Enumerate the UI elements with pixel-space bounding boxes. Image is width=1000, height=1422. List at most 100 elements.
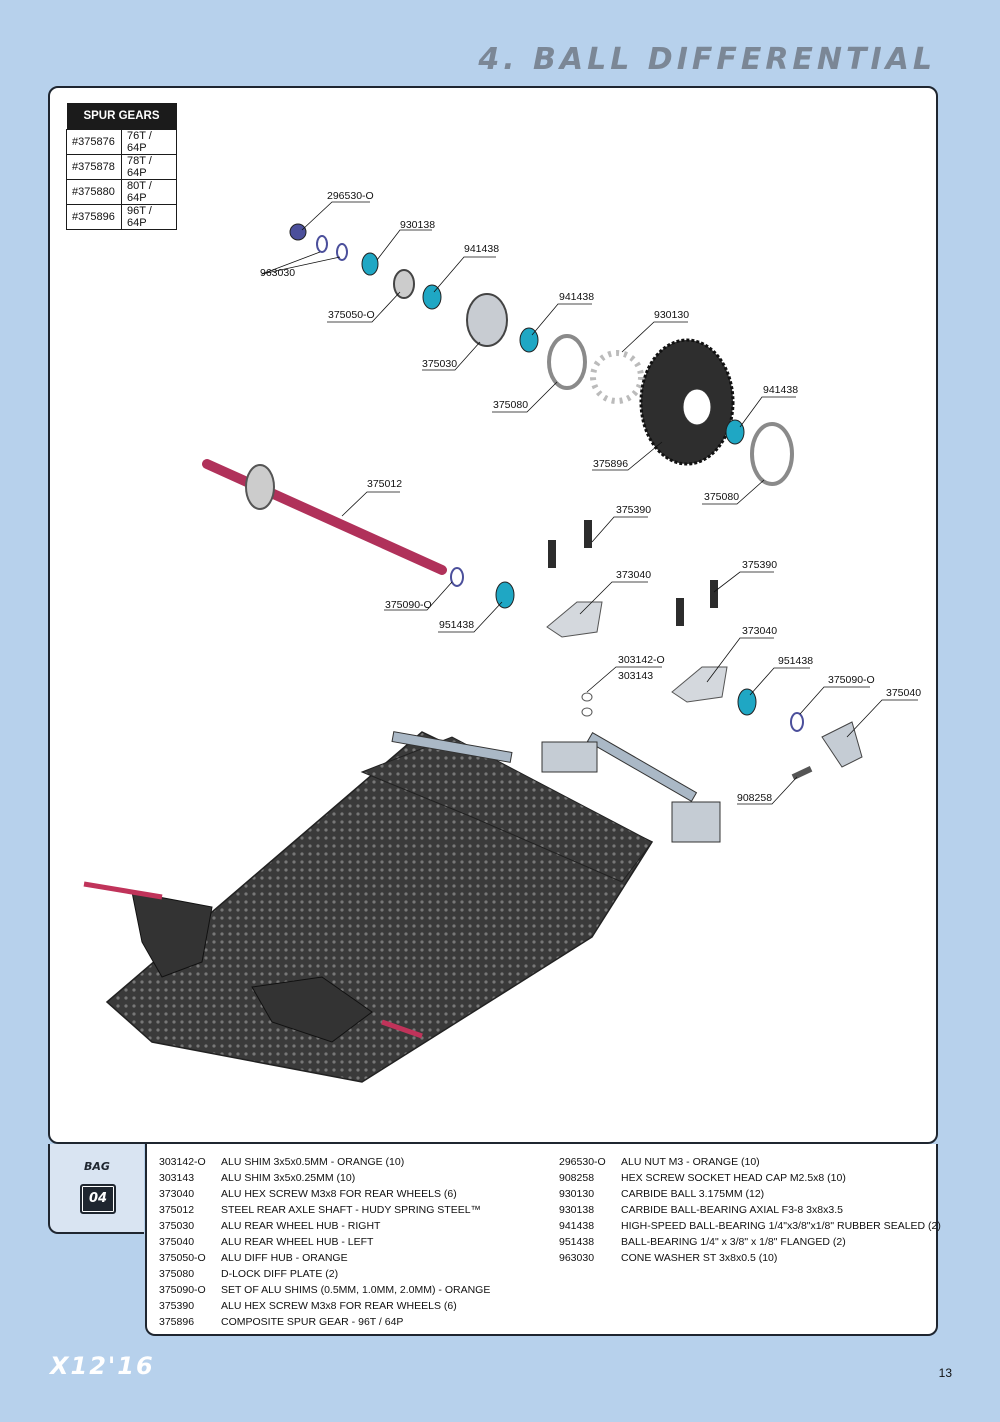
diff-plate — [547, 334, 587, 390]
diff-plate — [750, 422, 794, 486]
part-code: 303143 — [159, 1172, 195, 1184]
front-axle — [381, 1019, 423, 1039]
callout-label: 375090-O — [385, 599, 432, 611]
callout-label: 963030 — [260, 267, 295, 279]
part-code: 373040 — [159, 1188, 195, 1200]
axle-holder — [671, 666, 728, 703]
callout-label: 941438 — [464, 243, 499, 255]
bag-badge: BAG 04 — [48, 1144, 144, 1234]
part-code: 375090-O — [159, 1284, 206, 1296]
socket-screw — [791, 766, 813, 780]
rear-axle-shaft — [202, 459, 447, 575]
callout-label: 375080 — [704, 491, 739, 503]
spur-gear-hub — [682, 388, 712, 426]
parts-list: 303142-O ALU SHIM 3x5x0.5MM - ORANGE (10)… — [145, 1144, 941, 1336]
part-code: 375050-O — [159, 1252, 206, 1264]
exploded-view-illustration: 296530-O 930138 963030 941438 375050-O 9… — [83, 190, 921, 1083]
callout-label: 941438 — [559, 291, 594, 303]
callout-label: 375390 — [742, 559, 777, 571]
part-description: ALU SHIM 3x5x0.25MM (10) — [221, 1172, 356, 1184]
callout-label: 375080 — [493, 399, 528, 411]
part-description: HEX SCREW SOCKET HEAD CAP M2.5x8 (10) — [621, 1172, 846, 1184]
axle-holder — [546, 601, 603, 638]
list-item: 963030 CONE WASHER ST 3x8x0.5 (10) — [559, 1250, 941, 1266]
part-description: SET OF ALU SHIMS (0.5MM, 1.0MM, 2.0MM) -… — [221, 1284, 491, 1296]
page-number: 13 — [938, 1366, 952, 1380]
part-description: ALU DIFF HUB - ORANGE — [221, 1252, 348, 1264]
callout-label: 375050-O — [328, 309, 375, 321]
axial-bearing — [361, 252, 379, 276]
bag-title: BAG — [84, 1160, 110, 1173]
hex-screw — [584, 520, 592, 548]
bag-number: 04 — [80, 1184, 116, 1214]
axle-carrier — [671, 801, 721, 843]
callout-label: 930138 — [400, 219, 435, 231]
front-axle — [83, 881, 163, 900]
ball-bearing — [519, 327, 539, 353]
part-description: D-LOCK DIFF PLATE (2) — [221, 1268, 339, 1280]
list-item: 951438 BALL-BEARING 1/4" x 3/8" x 1/8" FL… — [559, 1234, 941, 1250]
callout-label: 951438 — [778, 655, 813, 667]
axle-flange — [245, 464, 275, 510]
part-code: 375012 — [159, 1204, 195, 1216]
rear-pod-link — [586, 731, 698, 803]
list-item: 303142-O ALU SHIM 3x5x0.5MM - ORANGE (10) — [159, 1154, 490, 1170]
alu-shim — [581, 707, 593, 717]
part-description: ALU HEX SCREW M3x8 FOR REAR WHEELS (6) — [221, 1300, 457, 1312]
list-item: 296530-O ALU NUT M3 - ORANGE (10) — [559, 1154, 941, 1170]
front-suspension-arm — [131, 891, 213, 978]
part-code: 951438 — [559, 1236, 595, 1248]
callout-label: 375390 — [616, 504, 651, 516]
hex-screw — [676, 598, 684, 626]
callout-label: 375896 — [593, 458, 628, 470]
callout-label: 303143 — [618, 670, 653, 682]
hex-screw — [548, 540, 556, 568]
leader-lines — [261, 201, 918, 805]
part-description: ALU REAR WHEEL HUB - RIGHT — [221, 1220, 381, 1232]
ball-bearing — [725, 419, 745, 445]
list-item: 373040 ALU HEX SCREW M3x8 FOR REAR WHEELS… — [159, 1186, 490, 1202]
flanged-bearing — [495, 581, 515, 609]
part-description: COMPOSITE SPUR GEAR - 96T / 64P — [221, 1316, 404, 1328]
callout-label: 930130 — [654, 309, 689, 321]
list-item: 303143 ALU SHIM 3x5x0.25MM (10) — [159, 1170, 490, 1186]
part-code: 375040 — [159, 1236, 195, 1248]
part-description: CARBIDE BALL 3.175MM (12) — [621, 1188, 765, 1200]
part-description: CARBIDE BALL-BEARING AXIAL F3-8 3x8x3.5 — [621, 1204, 843, 1216]
part-description: ALU HEX SCREW M3x8 FOR REAR WHEELS (6) — [221, 1188, 457, 1200]
callout-label: 373040 — [616, 569, 651, 581]
part-description: ALU NUT M3 - ORANGE (10) — [621, 1156, 760, 1168]
part-description: BALL-BEARING 1/4" x 3/8" x 1/8" FLANGED … — [621, 1236, 846, 1248]
part-description: STEEL REAR AXLE SHAFT - HUDY SPRING STEE… — [221, 1204, 482, 1216]
part-code: 303142-O — [159, 1156, 206, 1168]
callout-label: 375040 — [886, 687, 921, 699]
callout-label: 941438 — [763, 384, 798, 396]
part-code: 963030 — [559, 1252, 595, 1264]
callout-label: 908258 — [737, 792, 772, 804]
front-suspension-arm — [251, 976, 373, 1043]
parts-list-left: 303142-O ALU SHIM 3x5x0.5MM - ORANGE (10)… — [159, 1154, 490, 1330]
cone-washer — [316, 235, 328, 253]
spur-gears-header: SPUR GEARS — [66, 103, 177, 130]
part-description: CONE WASHER ST 3x8x0.5 (10) — [621, 1252, 778, 1264]
section-title: 4. BALL DIFFERENTIAL — [478, 42, 936, 77]
callout-label: 375090-O — [828, 674, 875, 686]
part-code: 296530-O — [559, 1156, 606, 1168]
part-code: 375080 — [159, 1268, 195, 1280]
callout-label: 296530-O — [327, 190, 374, 202]
callout-label: 303142-O — [618, 654, 665, 666]
part-description: ALU SHIM 3x5x0.5MM - ORANGE (10) — [221, 1156, 405, 1168]
part-code: 375390 — [159, 1300, 195, 1312]
part-code: 930130 — [559, 1188, 595, 1200]
list-item: 375050-O ALU DIFF HUB - ORANGE — [159, 1250, 490, 1266]
